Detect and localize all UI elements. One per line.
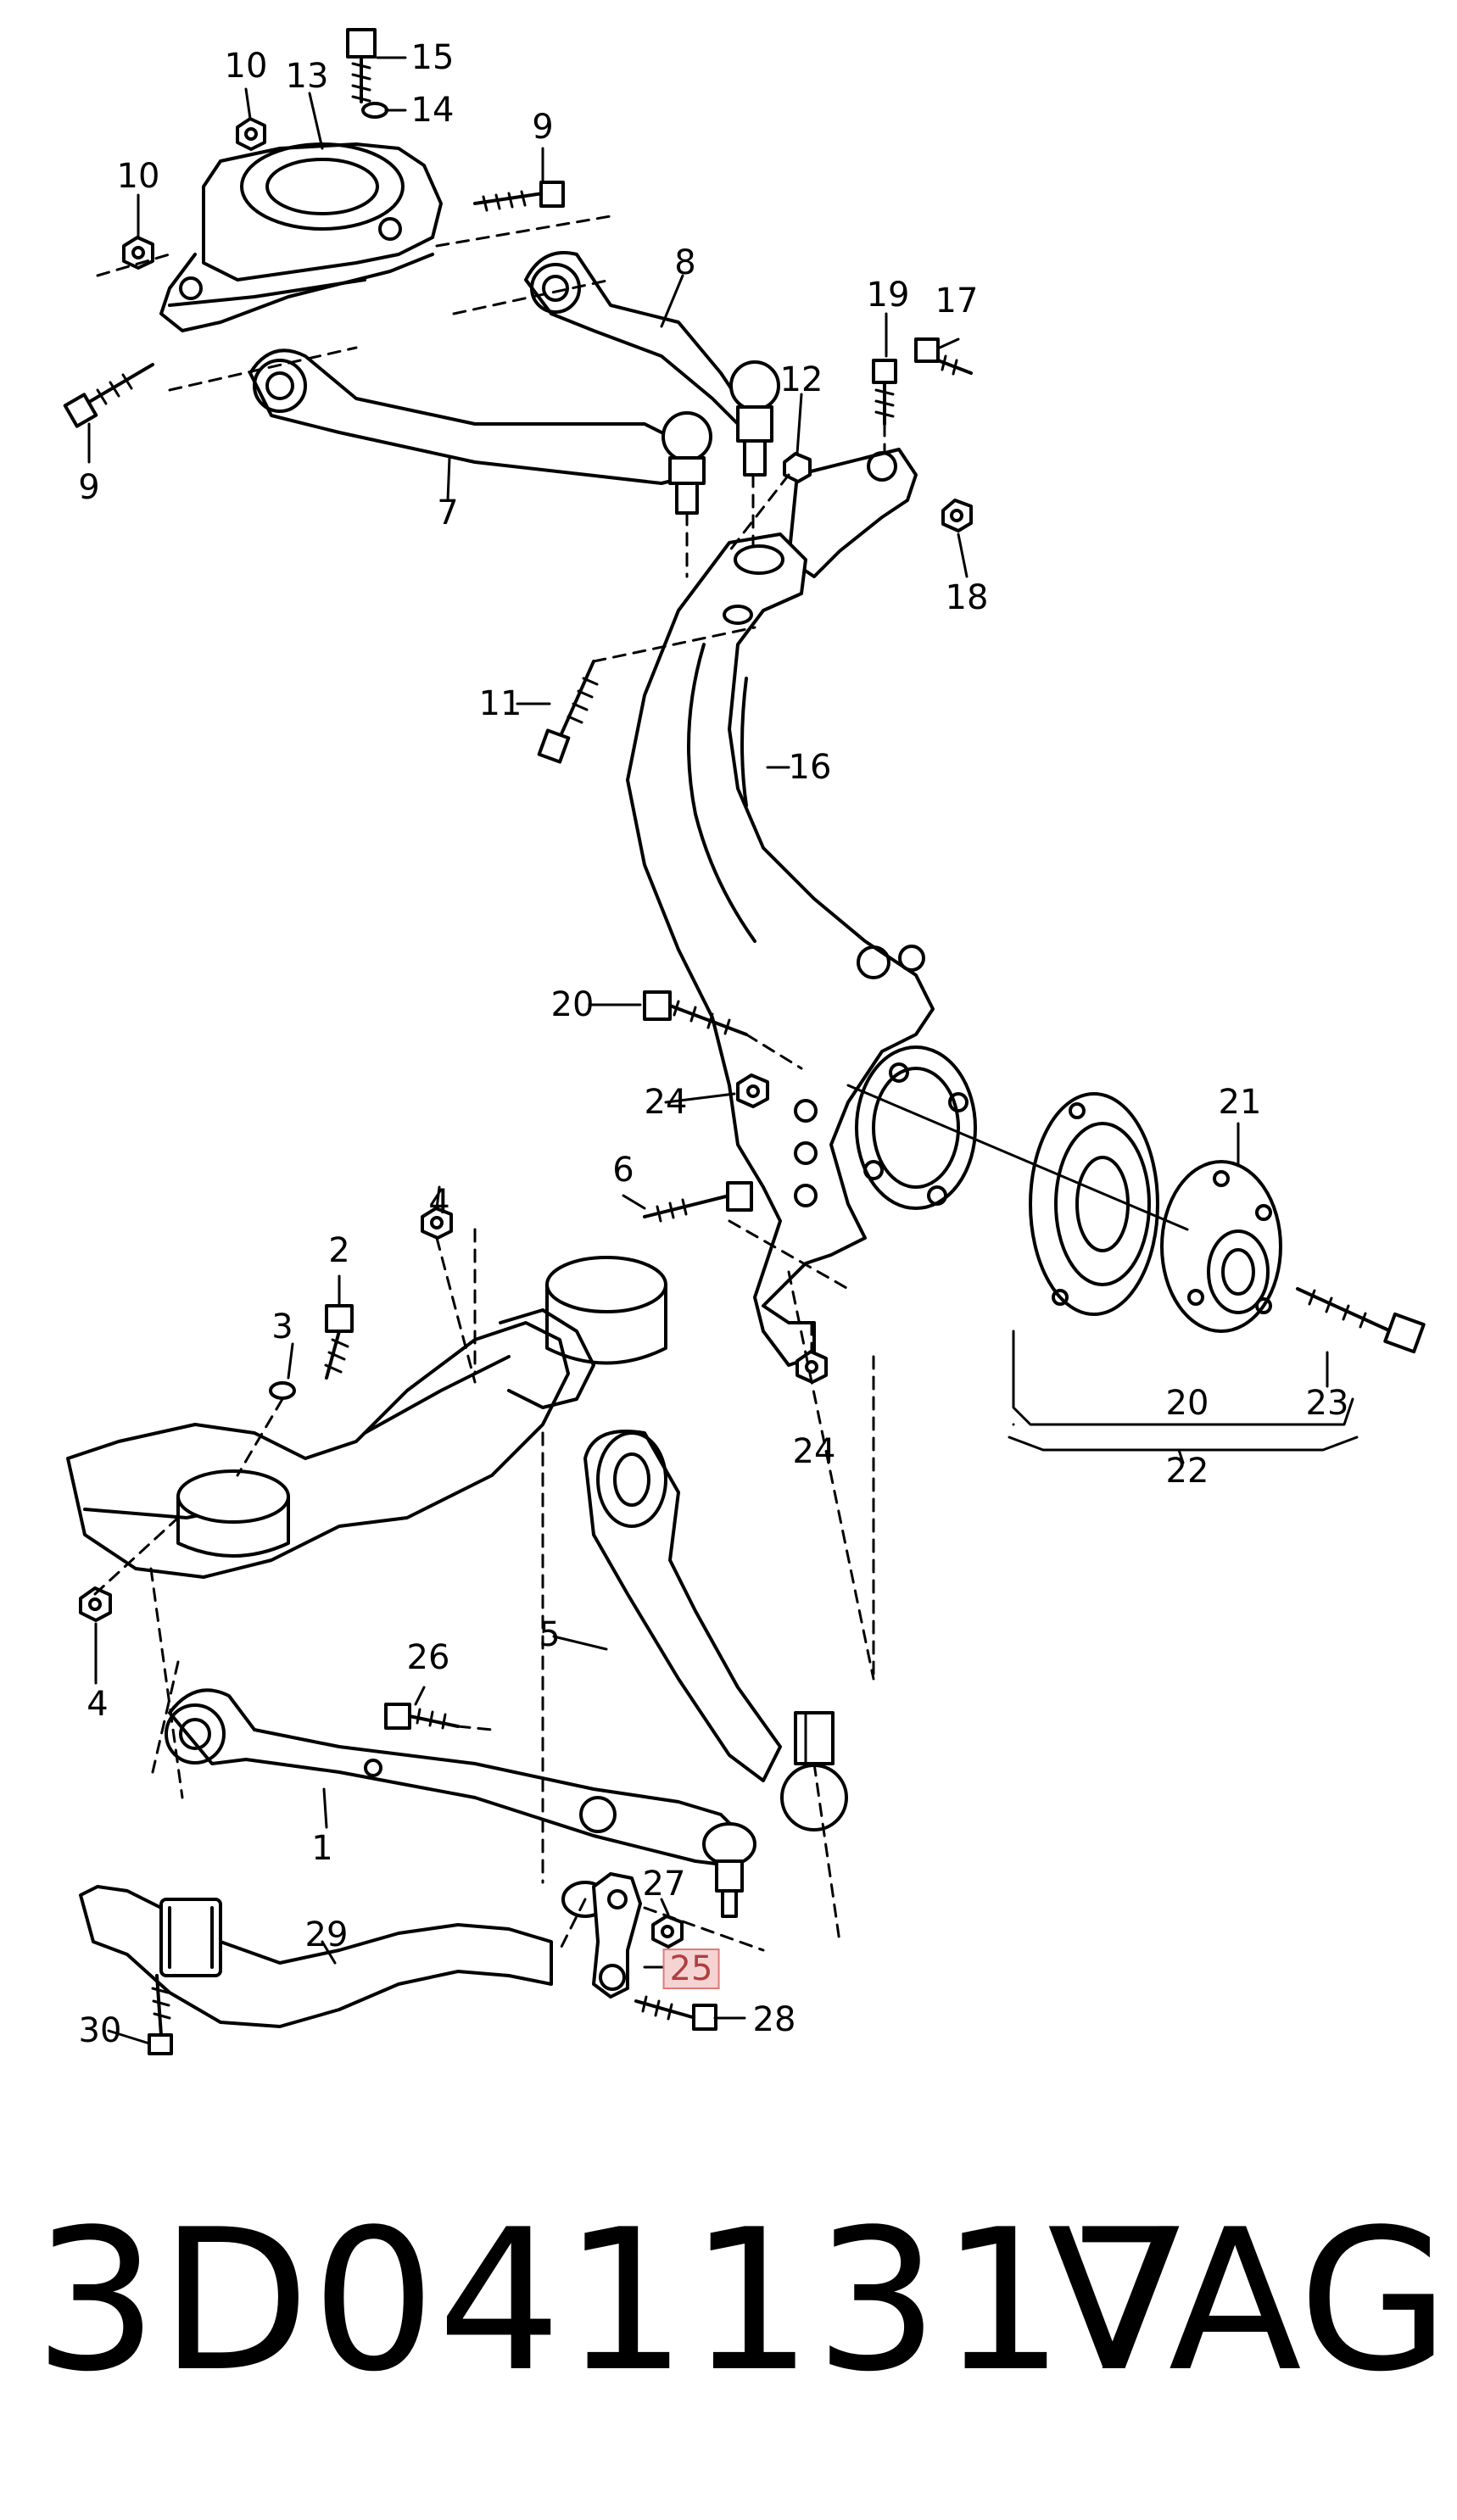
callout-3: 3 <box>271 1307 293 1346</box>
steering-knuckle-16 <box>626 532 977 1367</box>
lower-arm-5 <box>583 1430 848 1831</box>
strut-mount <box>159 142 443 332</box>
wheel-hub-22 <box>1160 1160 1282 1333</box>
callout-28: 28 <box>752 2000 796 2039</box>
callout-16: 16 <box>788 748 832 787</box>
callout-12: 12 <box>779 360 823 399</box>
brand-label: VAG <box>1047 2188 1450 2415</box>
callout-29: 29 <box>304 1915 349 1954</box>
coupling-rod-25 <box>561 1872 642 1999</box>
wheel-bearing-21 <box>1029 1092 1159 1316</box>
callout-27: 27 <box>642 1865 686 1904</box>
callout-10-top: 10 <box>224 47 268 86</box>
upper-arm-7 <box>248 348 712 515</box>
nut-18 <box>941 499 973 532</box>
leader-lines <box>87 56 1359 2045</box>
subframe <box>66 1256 667 1579</box>
upper-arm-8 <box>524 251 780 477</box>
nut-24-upper <box>736 1073 769 1108</box>
nut-27 <box>651 1915 684 1949</box>
callout-7: 7 <box>437 493 459 532</box>
callout-5: 5 <box>539 1615 561 1654</box>
callout-22: 22 <box>1165 1452 1209 1491</box>
callout-24-upper: 24 <box>644 1083 688 1122</box>
bolt-28 <box>634 1995 717 2031</box>
lower-arm-1 <box>165 1688 756 1918</box>
nut-4-top <box>421 1207 453 1240</box>
callout-17: 17 <box>935 282 979 321</box>
callout-24-lower: 24 <box>792 1432 836 1471</box>
bolt-15 <box>346 28 377 103</box>
callout-14: 14 <box>410 91 455 130</box>
bolt-26 <box>384 1703 460 1730</box>
callout-25-highlighted: 25 <box>662 1949 720 1989</box>
callout-9-top: 9 <box>532 108 554 147</box>
callout-18: 18 <box>945 578 989 617</box>
bolt-9-top <box>473 181 565 212</box>
callout-15: 15 <box>410 38 455 77</box>
callout-26: 26 <box>406 1638 450 1677</box>
bolt-9-left <box>63 363 154 428</box>
nut-4-lower <box>79 1586 112 1622</box>
callout-20-lower: 20 <box>1165 1384 1209 1423</box>
callout-4-top: 4 <box>428 1183 450 1222</box>
callout-6: 6 <box>612 1151 634 1190</box>
callout-11: 11 <box>478 684 522 723</box>
nut-10-top <box>236 117 266 151</box>
callout-8: 8 <box>674 243 696 282</box>
callout-9-left: 9 <box>78 468 100 507</box>
callout-23: 23 <box>1305 1384 1349 1423</box>
stabilizer-bar-29 <box>79 1885 553 2028</box>
bolt-11 <box>537 660 599 764</box>
callout-13: 13 <box>285 57 329 96</box>
callout-30: 30 <box>78 2011 122 2050</box>
washer-14 <box>361 102 388 119</box>
bolt-20 <box>643 990 748 1036</box>
nut-24-lower <box>795 1350 828 1384</box>
callout-21: 21 <box>1218 1083 1262 1122</box>
part-number: 3D0411317 <box>34 2188 1192 2415</box>
bolt-2 <box>324 1304 354 1380</box>
bolt-17 <box>914 337 973 376</box>
bolt-23 <box>1296 1287 1426 1354</box>
assembly-dash-lines <box>93 215 886 1952</box>
callout-4-lower: 4 <box>87 1685 109 1724</box>
washer-3 <box>269 1381 296 1400</box>
callout-19: 19 <box>866 276 910 315</box>
suspension-exploded-diagram <box>63 28 1426 2055</box>
nut-12 <box>783 452 812 483</box>
callout-2: 2 <box>328 1231 350 1270</box>
bolt-19 <box>872 359 897 426</box>
callout-1: 1 <box>311 1829 333 1868</box>
callout-20-upper: 20 <box>550 985 595 1024</box>
bolt-6 <box>643 1181 753 1223</box>
callout-10-left: 10 <box>116 157 160 196</box>
